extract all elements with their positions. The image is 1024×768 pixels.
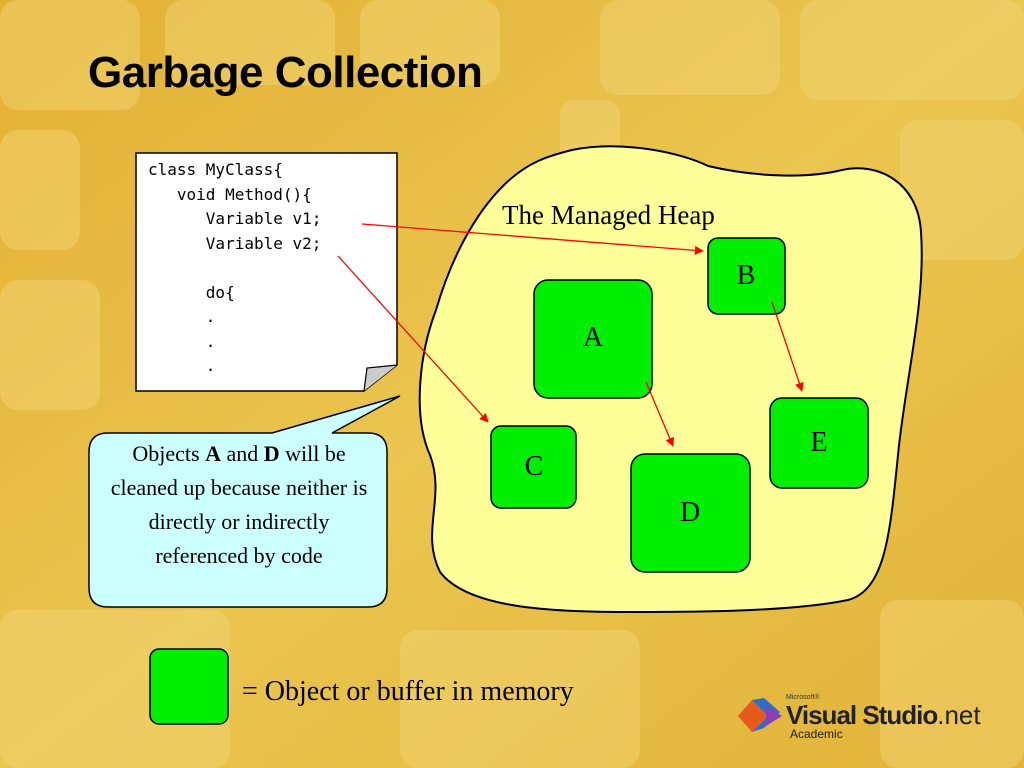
heap-label: The Managed Heap (502, 200, 715, 230)
code-sheet (135, 152, 398, 392)
callout-text-and: and (220, 441, 264, 466)
logo-microsoft: Microsoft® (786, 694, 820, 701)
code-line: . (148, 331, 216, 351)
code-line: class MyClass{ (148, 160, 283, 179)
code-line: . (148, 356, 216, 375)
object-c (490, 425, 577, 509)
object-d (630, 453, 751, 573)
arrow-v1-to-b (361, 223, 704, 255)
logo-visual-studio: Visual Studio.net (786, 700, 981, 731)
object-e-label: E (810, 427, 828, 458)
callout-text-start: Objects (132, 441, 206, 466)
object-b-label: B (736, 260, 756, 291)
arrow-v2-to-c (337, 255, 489, 423)
arrow-b-to-e (771, 301, 804, 392)
arrow-a-to-d (645, 381, 674, 447)
callout-text-end: will be cleaned up because neither is di… (110, 441, 368, 568)
visual-studio-logo-icon (738, 698, 782, 732)
code-line: do{ (148, 282, 235, 302)
logo-academic: Academic (790, 727, 843, 741)
object-e (769, 397, 869, 489)
callout-text: Objects A and D will be cleaned up becau… (104, 437, 374, 573)
code-line: . (148, 307, 216, 326)
legend-swatch (149, 648, 229, 725)
code-snippet: class MyClass{ void Method(){ Variable v… (148, 158, 321, 379)
object-d-label: D (679, 497, 701, 528)
code-line: Variable v2; (148, 233, 322, 253)
object-c-label: C (524, 451, 544, 482)
code-line: Variable v1; (148, 209, 322, 228)
logo-vs-text: Visual Studio (786, 700, 938, 730)
object-a (533, 279, 653, 399)
object-b (707, 237, 786, 315)
callout-object-a: A (205, 441, 221, 466)
callout-bubble (88, 395, 401, 608)
legend-text: = Object or buffer in memory (242, 676, 574, 707)
visual-studio-logo: Microsoft® Visual Studio.net Academic (734, 692, 994, 742)
callout-object-d: D (263, 441, 280, 466)
code-line: void Method(){ (148, 184, 312, 204)
logo-net-text: .net (937, 700, 981, 730)
page-title: Garbage Collection (88, 48, 483, 97)
code-line (148, 256, 321, 281)
object-a-label: A (582, 322, 604, 353)
